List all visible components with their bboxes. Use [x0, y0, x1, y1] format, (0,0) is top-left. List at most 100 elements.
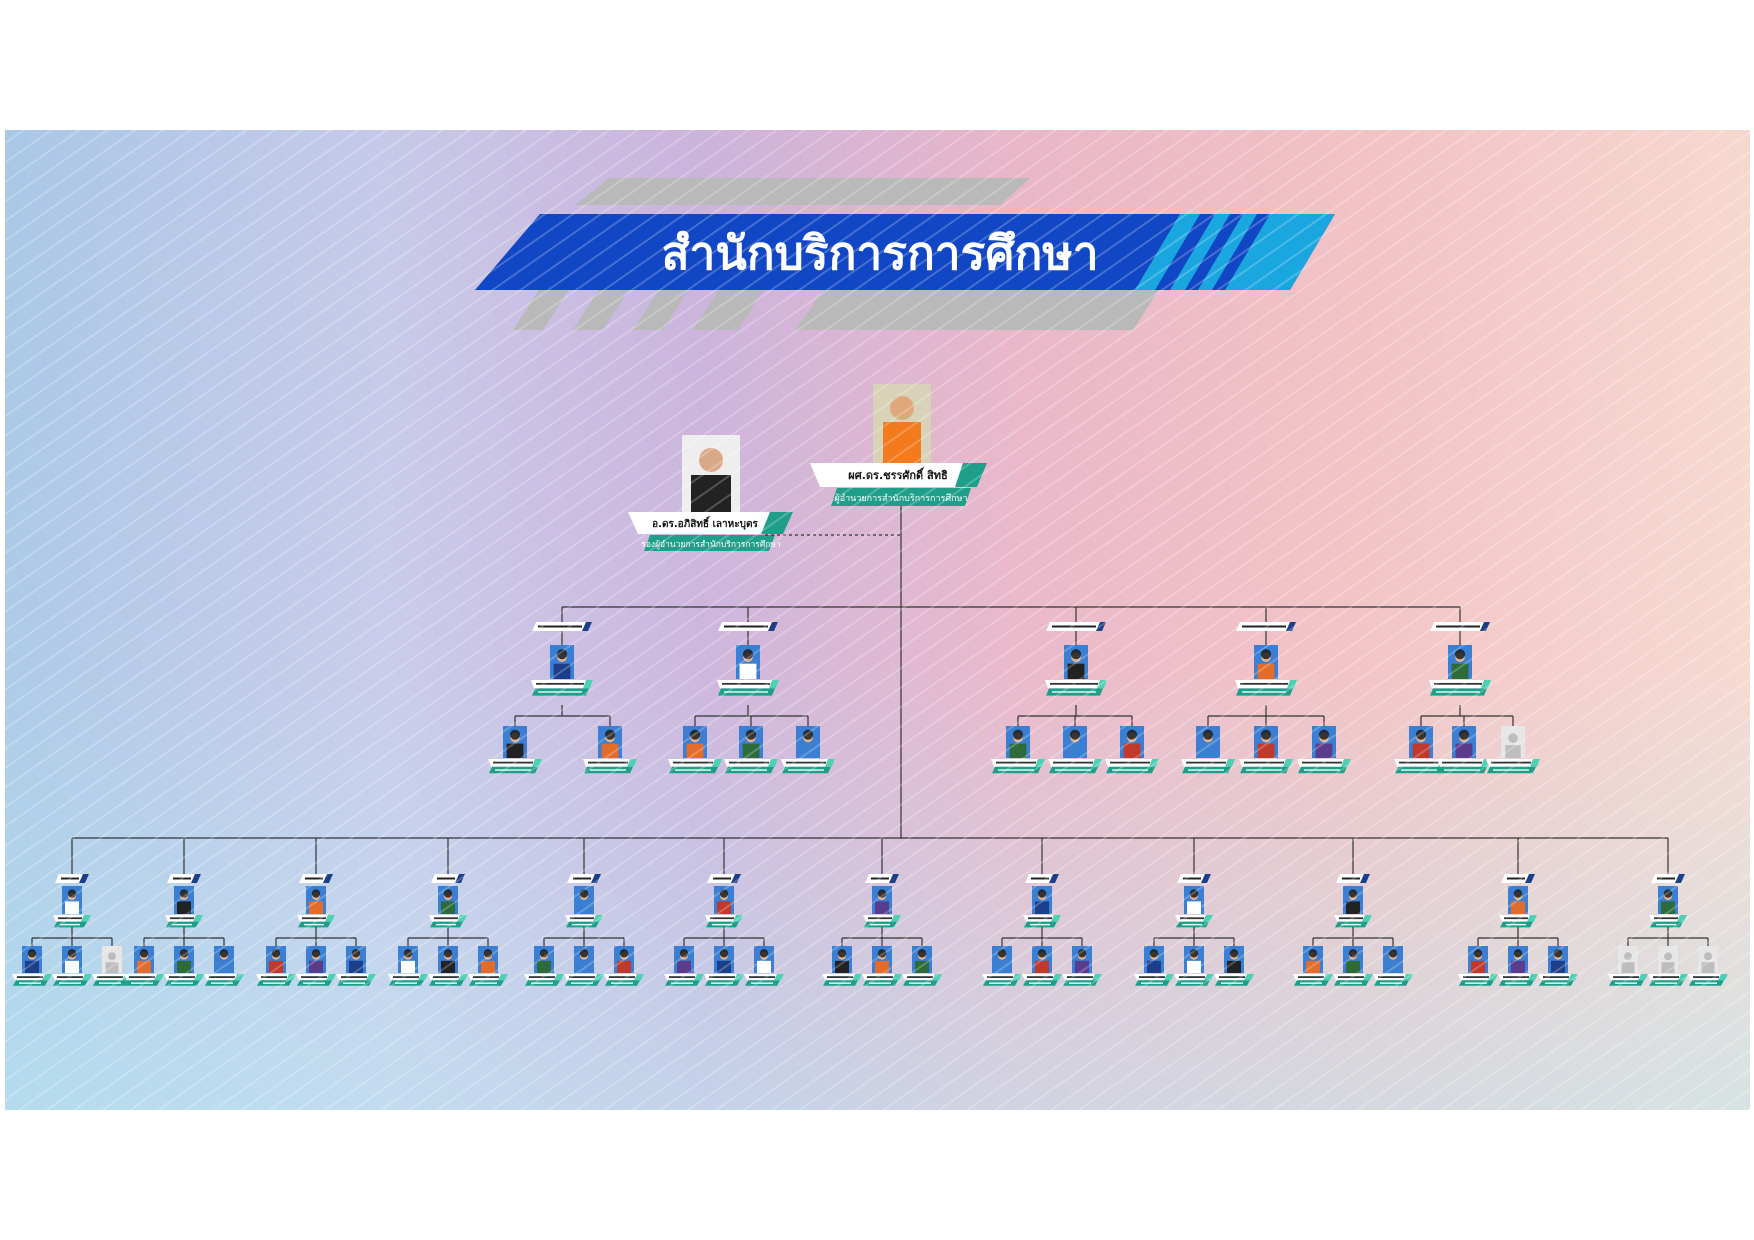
staff-role-text — [1695, 982, 1717, 984]
staff-name-text — [1339, 917, 1363, 920]
unit-card-accent — [1049, 874, 1059, 883]
staff-name-card — [583, 759, 637, 767]
staff-photo-hair — [1189, 949, 1199, 958]
staff-photo-hair — [1037, 949, 1047, 958]
staff-photo-body — [65, 901, 79, 914]
director-photo-head — [890, 396, 914, 420]
staff-photo-head — [998, 951, 1006, 960]
staff-photo-hair — [1663, 889, 1673, 898]
staff-role-text — [1615, 982, 1637, 984]
staff-name-card — [297, 915, 335, 922]
staff-photo-head — [690, 732, 700, 743]
staff-role-text — [1242, 691, 1286, 693]
level2-unit — [1394, 607, 1540, 774]
staff-role-text — [1444, 769, 1480, 771]
staff-photo — [1508, 946, 1528, 973]
card-accent — [366, 974, 376, 981]
staff-role-text — [531, 982, 553, 984]
unit-card-accent — [191, 874, 201, 883]
unit-name-card — [167, 874, 201, 883]
gray-slash-4 — [693, 288, 765, 330]
staff-photo-hair — [1388, 949, 1398, 958]
deputy-role-card — [644, 535, 775, 551]
staff-role-text — [1141, 982, 1163, 984]
staff-role-card — [1049, 766, 1098, 774]
unit-card-accent — [1096, 622, 1106, 631]
staff-name-text — [569, 976, 595, 979]
staff-name-text — [609, 976, 635, 979]
staff-photo-body — [309, 901, 323, 914]
staff-role-card — [1063, 980, 1098, 986]
staff-photo-body — [617, 960, 631, 973]
staff-photo — [1072, 946, 1092, 973]
staff-role-text — [211, 982, 233, 984]
staff-role-card — [665, 980, 700, 986]
staff-role-card — [863, 980, 898, 986]
unit-card-accent — [768, 622, 778, 631]
staff-role-card — [1298, 766, 1347, 774]
staff-name-text — [867, 976, 893, 979]
staff-photo-head — [918, 951, 926, 960]
staff-photo-body — [875, 960, 889, 973]
staff-photo-head — [1554, 951, 1562, 960]
staff-role-text — [1380, 982, 1402, 984]
staff-role-card — [1175, 980, 1210, 986]
staff-photo — [683, 726, 707, 758]
staff-photo — [1184, 886, 1204, 914]
staff-photo-placeholder — [1658, 946, 1678, 973]
placeholder-head — [1704, 952, 1712, 961]
staff-photo-body — [401, 960, 415, 973]
staff-photo-body — [1035, 901, 1049, 914]
director-node: ผศ.ดร.ชรรศักดิ์ สิทธิ ผู้อำนวยการสำนักบร… — [810, 384, 987, 506]
staff-name-card — [1437, 759, 1491, 767]
staff-photo-head — [1230, 951, 1238, 960]
staff-photo-head — [1203, 732, 1213, 743]
staff-photo — [1254, 645, 1278, 679]
staff-photo-head — [760, 951, 768, 960]
unit-name-card — [431, 874, 465, 883]
staff-role-card — [745, 980, 780, 986]
staff-photo-hair — [179, 949, 189, 958]
staff-photo-hair — [745, 729, 757, 740]
staff-name-text — [1338, 976, 1364, 979]
staff-role-card — [903, 980, 938, 986]
staff-photo-hair — [619, 949, 629, 958]
staff-role-card — [705, 980, 740, 986]
card-accent — [583, 680, 593, 689]
staff-name-text — [433, 976, 459, 979]
level3-unit — [822, 838, 942, 986]
staff-name-text — [1219, 976, 1245, 979]
staff-photo-head — [1038, 951, 1046, 960]
staff-role-text — [475, 982, 497, 984]
staff-photo-body — [217, 960, 231, 973]
staff-role-text — [711, 982, 733, 984]
deputy-photo-head — [699, 448, 723, 472]
staff-name-card — [336, 974, 376, 981]
staff-photo — [992, 946, 1012, 973]
staff-role-card — [605, 980, 640, 986]
staff-name-card — [488, 759, 542, 767]
staff-role-card — [1024, 921, 1057, 928]
staff-name-card — [1175, 915, 1213, 922]
unit-name-text — [1031, 877, 1049, 880]
staff-photo-hair — [1553, 949, 1563, 958]
level3-unit — [12, 838, 132, 986]
unit-name-text — [1242, 625, 1286, 628]
staff-role-card — [1335, 921, 1368, 928]
staff-name-text — [493, 761, 533, 764]
card-accent — [82, 974, 92, 981]
staff-role-card — [298, 921, 331, 928]
staff-role-card — [1046, 688, 1103, 696]
staff-name-card — [1373, 974, 1413, 981]
staff-name-card — [668, 759, 722, 767]
staff-role-card — [93, 980, 128, 986]
staff-name-text — [1028, 917, 1052, 920]
staff-role-text — [1465, 982, 1487, 984]
staff-role-text — [263, 982, 285, 984]
staff-role-text — [869, 982, 891, 984]
unit-name-text — [724, 625, 768, 628]
card-accent — [1481, 680, 1491, 689]
staff-name-card — [1458, 974, 1498, 981]
title-banner: สำนักบริการการศึกษา — [475, 178, 1335, 330]
card-accent — [1568, 974, 1578, 981]
